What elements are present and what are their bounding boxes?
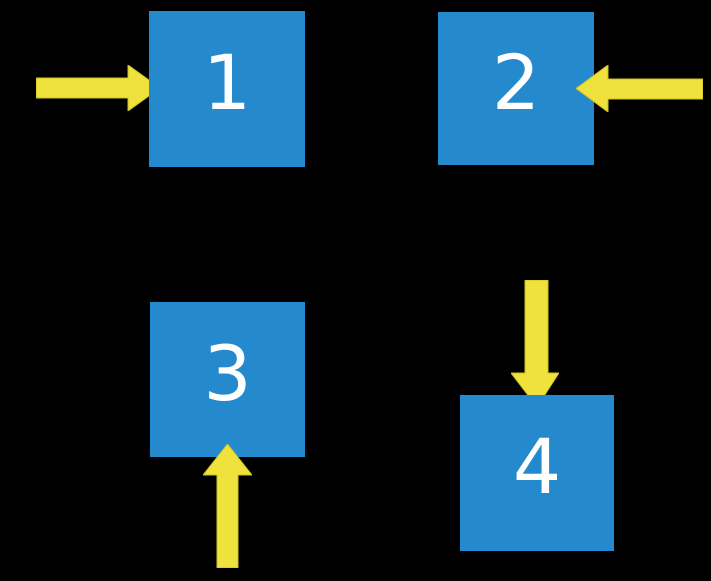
box-3-label: 3 [203, 328, 252, 418]
box-2-label: 2 [491, 37, 541, 127]
box-1: 1 [149, 11, 305, 167]
box-4: 4 [460, 395, 614, 551]
box-1-label: 1 [202, 38, 252, 127]
box-2: 2 [438, 12, 594, 165]
box-4-label: 4 [512, 422, 562, 511]
arrow-right-icon [36, 65, 160, 111]
arrow-up-icon [203, 444, 252, 568]
box-3: 3 [150, 302, 305, 457]
arrow-down-icon [511, 280, 559, 407]
arrow-left-icon [576, 65, 703, 112]
